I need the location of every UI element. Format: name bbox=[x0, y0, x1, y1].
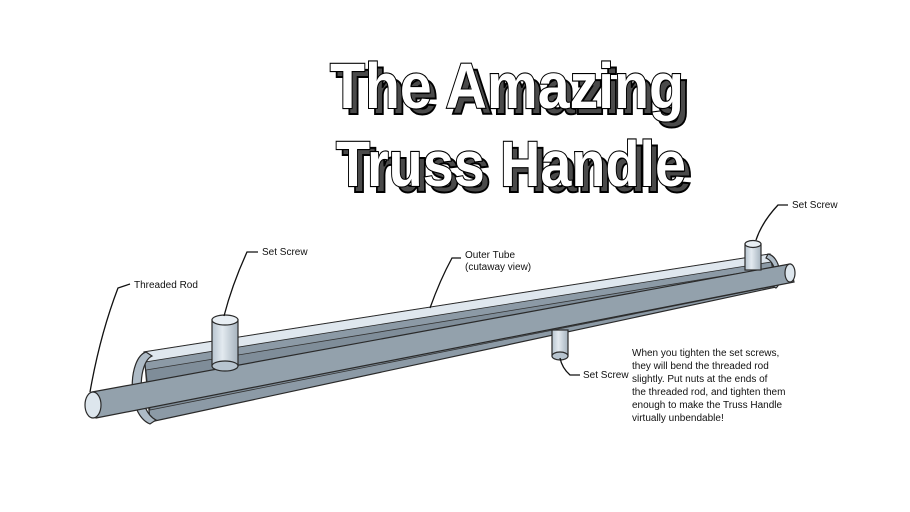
note-line-2: they will bend the threaded rod bbox=[632, 361, 769, 372]
label-set-screw-bottom: Set Screw bbox=[583, 370, 629, 381]
note-line-5: enough to make the Truss Handle bbox=[632, 400, 783, 411]
label-outer-tube: Outer Tube bbox=[465, 250, 515, 261]
note-line-4: the threaded rod, and tighten them bbox=[632, 387, 785, 398]
set-screw-bottom bbox=[551, 329, 569, 361]
set-screw-left-top bbox=[211, 314, 239, 326]
set-screw-left bbox=[211, 314, 239, 372]
threaded-rod-right-end bbox=[784, 263, 796, 283]
leader-set-screw-bottom bbox=[559, 357, 580, 376]
leader-outer-tube bbox=[429, 257, 461, 309]
leader-set-screw-top-right bbox=[755, 204, 788, 241]
title-line1-depth: The Amazing bbox=[336, 56, 690, 128]
title-line1: The Amazing bbox=[330, 50, 684, 122]
title-line2-depth: Truss Handle bbox=[342, 134, 692, 206]
title-line2: Truss Handle bbox=[336, 128, 686, 200]
set-screw-top-right bbox=[744, 239, 762, 271]
leader-lines bbox=[89, 204, 788, 393]
leader-threaded-rod bbox=[89, 283, 131, 393]
threaded-rod-left-end bbox=[84, 391, 102, 419]
leader-set-screw-left bbox=[223, 251, 258, 317]
label-outer-tube-cutaway: (cutaway view) bbox=[465, 262, 531, 273]
label-set-screw-left: Set Screw bbox=[262, 247, 308, 258]
note-line-1: When you tighten the set screws, bbox=[632, 348, 779, 359]
set-screw-left-bottom bbox=[211, 360, 239, 372]
set-screw-left-body bbox=[211, 319, 239, 367]
explanatory-note: When you tighten the set screws, they wi… bbox=[632, 348, 785, 424]
title: The Amazing The Amazing Truss Handle Tru… bbox=[329, 49, 693, 207]
set-screw-top-right-top bbox=[744, 239, 762, 249]
note-line-3: slightly. Put nuts at the ends of bbox=[632, 374, 768, 385]
label-threaded-rod: Threaded Rod bbox=[134, 280, 198, 291]
label-set-screw-top-right: Set Screw bbox=[792, 200, 838, 211]
labels: Set Screw Set Screw Outer Tube (cutaway … bbox=[134, 200, 838, 381]
threaded-rod bbox=[84, 263, 796, 419]
note-line-6: virtually unbendable! bbox=[632, 413, 724, 424]
